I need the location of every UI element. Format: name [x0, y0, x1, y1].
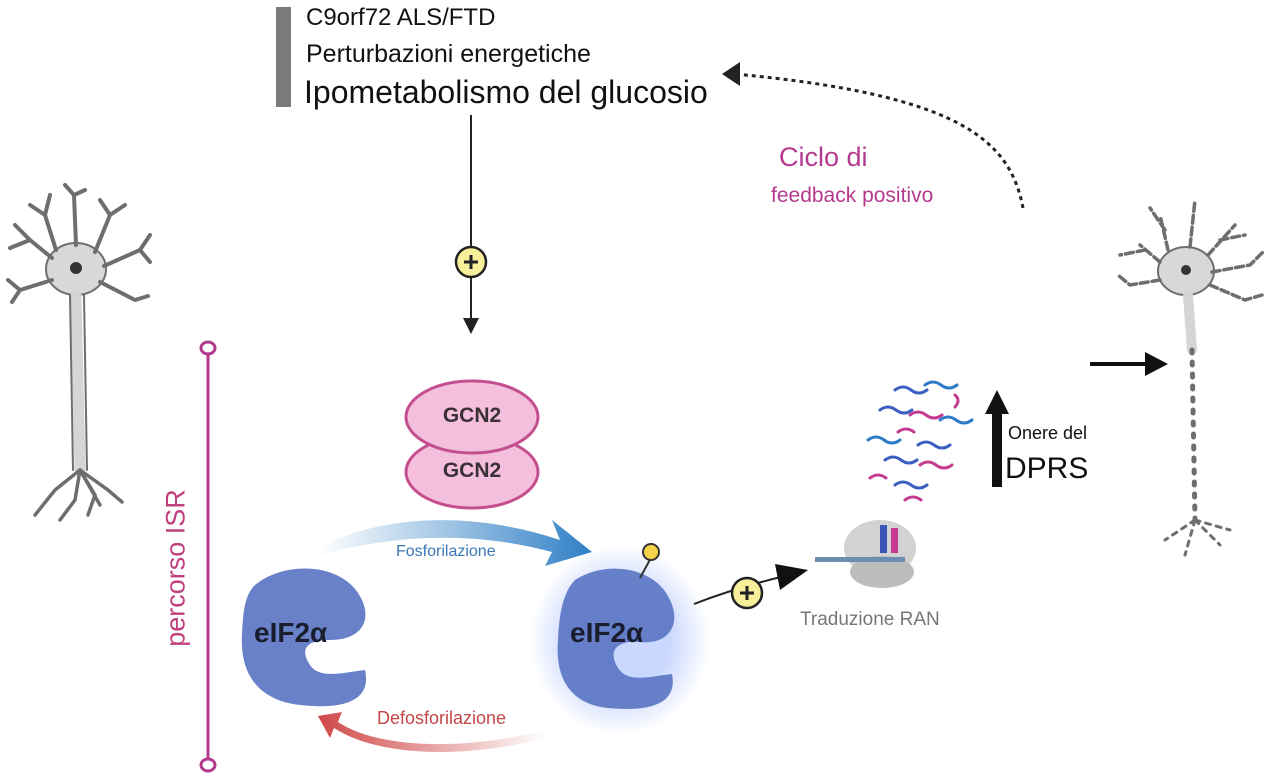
isr-bottom-cap — [199, 757, 217, 773]
neuron-left — [6, 183, 152, 522]
dprs-label-line2: DPRS — [1005, 452, 1089, 485]
isr-pathway-label: percorso ISR — [160, 489, 191, 647]
phosphate-icon — [642, 543, 660, 561]
phosphorylation-arrow — [318, 520, 592, 566]
ran-translation-label: Traduzione RAN — [800, 609, 940, 630]
eif2a-left-label: eIF2α — [254, 617, 328, 648]
dprs-label-line1: Onere del — [1008, 423, 1088, 443]
eif2a-right-shape — [557, 568, 675, 709]
plus-icon — [454, 245, 488, 279]
dprs-arrow-shaft — [992, 412, 1002, 487]
dprs-arrow-head — [985, 390, 1009, 414]
feedback-arrow-head — [722, 62, 740, 86]
eif2a-right-label: eIF2α — [570, 617, 644, 648]
feedback-label-line2: feedback positivo — [771, 184, 934, 207]
isr-top-cap — [199, 340, 217, 356]
eif2a-left-shape — [241, 568, 367, 707]
dephosphorylation-arrow — [318, 712, 545, 752]
header-title: C9orf72 ALS/FTD — [306, 4, 496, 31]
to-neuron-head — [1145, 352, 1168, 376]
header-bar — [276, 7, 291, 107]
gcn2-top-label: GCN2 — [442, 404, 502, 427]
ribosome-icon — [815, 520, 916, 588]
eif2a-to-ran-head — [775, 564, 808, 590]
dpr-squiggles — [866, 380, 974, 502]
phosphorylation-label: Fosforilazione — [396, 543, 496, 560]
header-main-text: Ipometabolismo del glucosio — [304, 74, 708, 110]
neuron-right — [1116, 198, 1267, 557]
gcn2-top-shape — [404, 379, 540, 455]
header-subtitle: Perturbazioni energetiche — [306, 40, 591, 68]
feedback-label-line1: Ciclo di — [779, 142, 868, 172]
header-to-gcn2-head — [463, 318, 479, 334]
gcn2-bottom-label: GCN2 — [442, 459, 502, 482]
plus-icon-2 — [730, 576, 764, 610]
feedback-arrow — [734, 72, 1025, 209]
dephosphorylation-label: Defosforilazione — [377, 708, 507, 728]
